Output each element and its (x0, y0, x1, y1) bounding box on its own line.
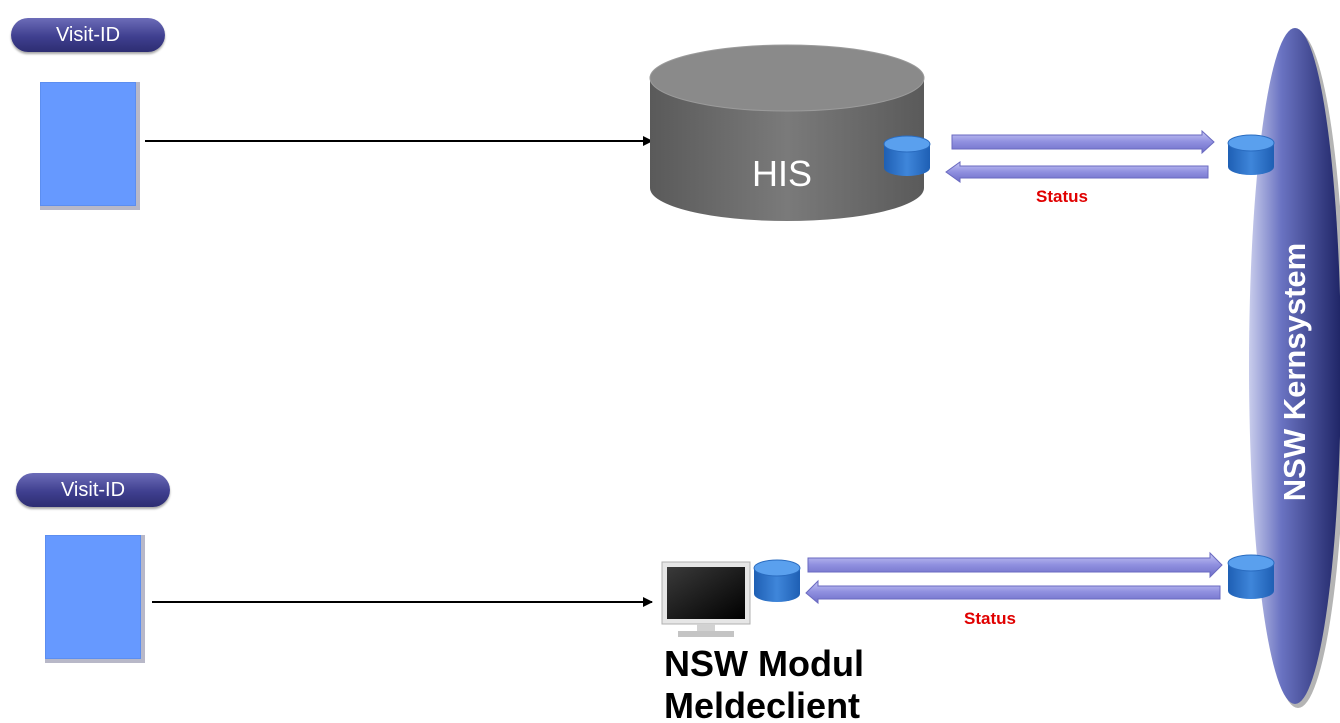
status-label-bottom: Status (964, 609, 1016, 628)
his-label: HIS (752, 153, 813, 194)
module-label: NSW Modul Meldeclient (664, 643, 864, 723)
module-small-database-icon (753, 559, 801, 602)
document-icon-bottom (45, 535, 145, 663)
visit-id-badge-bottom: Visit-ID (16, 473, 170, 507)
core-bottom-small-database-icon (1227, 554, 1275, 599)
transfer-arrow-right-top (951, 129, 1215, 155)
core-system-label: NSW Kernsystem (1277, 242, 1312, 502)
transfer-arrow-left-bottom (805, 579, 1221, 605)
module-label-line2: Meldeclient (664, 685, 861, 723)
monitor-icon (661, 561, 751, 637)
his-small-database-icon (883, 135, 931, 176)
visit-id-badge-top: Visit-ID (11, 18, 165, 52)
status-label-top: Status (1036, 187, 1088, 206)
core-top-small-database-icon (1227, 134, 1275, 175)
transfer-arrow-right-bottom (807, 551, 1223, 579)
document-icon-top (40, 82, 140, 210)
module-label-line1: NSW Modul (664, 643, 864, 684)
transfer-arrow-left-top (945, 161, 1209, 183)
core-system-ellipse (1249, 28, 1340, 704)
database-cylinder-icon (649, 44, 925, 221)
